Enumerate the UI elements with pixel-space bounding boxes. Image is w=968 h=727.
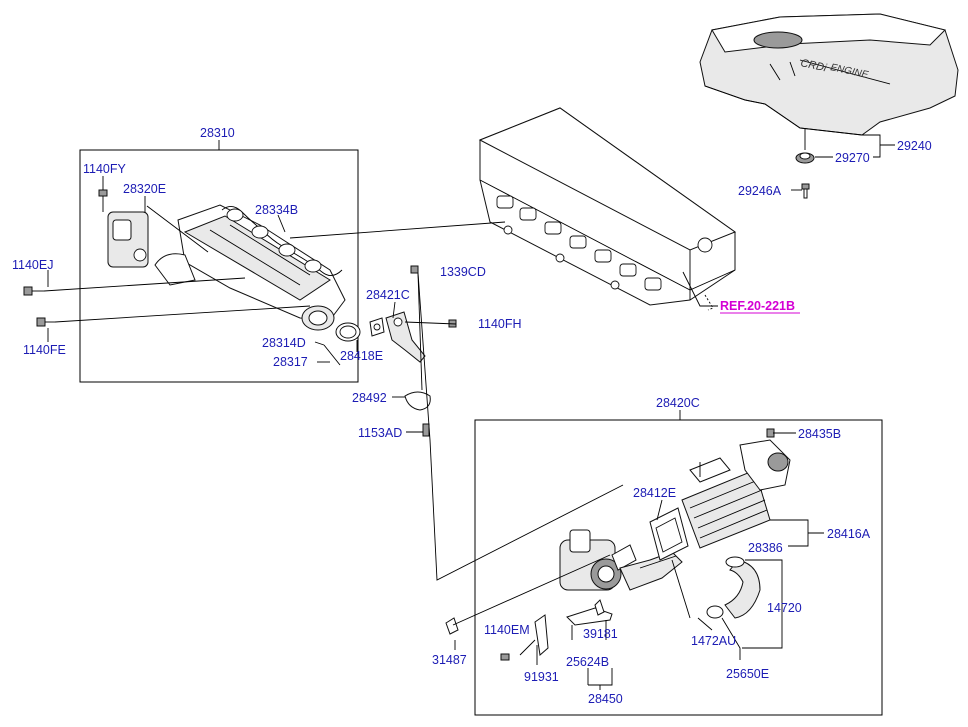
intake-manifold	[154, 204, 346, 331]
label-28310: 28310	[200, 126, 235, 140]
egr-actuator-left	[107, 211, 149, 268]
label-28492: 28492	[352, 391, 387, 405]
label-29246a: 29246A	[738, 184, 782, 198]
label-29240: 29240	[897, 139, 932, 153]
label-28450: 28450	[588, 692, 623, 706]
gasket-28492	[404, 391, 431, 411]
label-28412e: 28412E	[633, 486, 676, 500]
egr-cooler-group-box	[474, 419, 883, 716]
manifold-gasket	[221, 206, 343, 276]
label-28435b: 28435B	[798, 427, 841, 441]
cooler-gasket	[649, 507, 689, 561]
label-1153ad: 1153AD	[358, 426, 402, 440]
egr-pipe-adapter	[385, 311, 426, 363]
label-1140ej: 1140EJ	[12, 258, 53, 272]
label-1140fy: 1140FY	[83, 162, 127, 176]
cylinder-head	[478, 107, 737, 306]
label-28334b: 28334B	[255, 203, 298, 217]
label-25650e: 25650E	[726, 667, 769, 681]
label-25624b: 25624B	[566, 655, 609, 669]
label-1339cd: 1339CD	[440, 265, 486, 279]
rod-28314d	[323, 344, 341, 366]
label-28317: 28317	[273, 355, 308, 369]
hose-clamp	[706, 605, 724, 619]
bolt-1140fe	[36, 317, 55, 327]
engine-cover: CRDi ENGINE	[699, 13, 959, 136]
grommet	[795, 152, 815, 164]
label-28320e: 28320E	[123, 182, 166, 196]
svg-text:CRDi: CRDi	[799, 57, 828, 74]
label-28314d: 28314D	[262, 336, 306, 350]
label-28420c: 28420C	[656, 396, 700, 410]
label-1140fe: 1140FE	[23, 343, 66, 357]
label-39181: 39181	[583, 627, 618, 641]
adapter-gasket	[369, 317, 385, 337]
label-28421c: 28421C	[366, 288, 410, 302]
label-28386: 28386	[748, 541, 783, 555]
reference-label[interactable]: REF.20-221B	[720, 299, 795, 313]
bolt-1140ej	[23, 286, 44, 296]
bolt-1339cd	[410, 265, 419, 274]
label-31487: 31487	[432, 653, 467, 667]
coolant-hose	[724, 556, 761, 619]
label-1140fh: 1140FH	[478, 317, 522, 331]
label-29270: 29270	[835, 151, 870, 165]
label-1140em: 1140EM	[484, 623, 530, 637]
clip-31487	[445, 617, 459, 635]
label-14720: 14720	[767, 601, 802, 615]
egr-elbow-pipe	[619, 551, 683, 591]
bolt-29246a	[801, 183, 810, 199]
label-28418e: 28418E	[340, 349, 383, 363]
label-91931: 91931	[524, 670, 559, 684]
head-ports	[496, 195, 713, 291]
label-1472au: 1472AU	[691, 634, 736, 648]
egr-bracket	[500, 599, 613, 661]
label-28416a: 28416A	[827, 527, 871, 541]
